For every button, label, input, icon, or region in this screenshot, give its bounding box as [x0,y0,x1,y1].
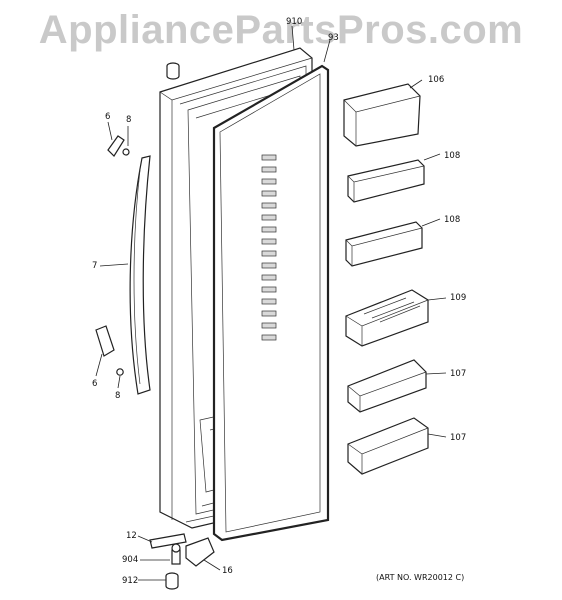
callout-910: 910 [286,17,302,27]
liner-shelf-ribs [261,154,277,341]
callout-107-lower: 107 [450,433,466,443]
callout-16: 16 [222,566,233,576]
callout-12: 12 [126,531,137,541]
leader-lines [95,25,447,581]
handle-cap-bottom [95,325,124,376]
callout-912: 912 [122,576,138,586]
door-bin-107-lower [347,417,429,475]
callout-108-lower: 108 [444,215,460,225]
door-handle [129,155,151,395]
callout-8-top: 8 [126,115,131,125]
egg-tray-109 [345,289,429,347]
callout-107-upper: 107 [450,369,466,379]
callout-106: 106 [428,75,444,85]
watermark-logo: AppliancePartsPros.com [38,8,524,52]
hinge-pin-904 [171,543,181,565]
hinge-plate-12 [149,533,187,549]
callout-109: 109 [450,293,466,303]
callout-904: 904 [122,555,138,565]
top-hinge-bushing [166,62,180,80]
callout-6-top: 6 [105,112,110,122]
door-bin-107-upper [347,359,427,413]
dairy-door-106 [343,83,421,147]
door-bin-108-lower [345,221,423,267]
art-number: (ART NO. WR20012 C) [376,573,464,582]
door-bin-108-upper [347,159,425,203]
callout-8-bottom: 8 [115,391,120,401]
callout-6-bottom: 6 [92,379,97,389]
handle-cap-top [107,135,130,157]
bottom-bushing-912 [165,572,179,590]
bottom-hinge-16 [185,537,215,567]
callout-93: 93 [328,33,339,43]
callout-7: 7 [92,261,97,271]
callout-108-upper: 108 [444,151,460,161]
